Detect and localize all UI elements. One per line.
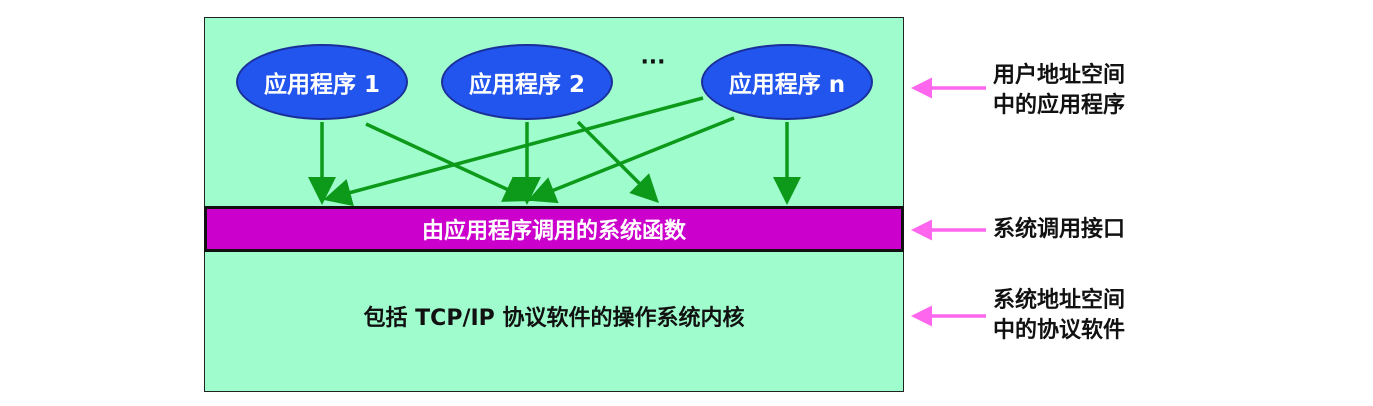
system-space-label-line1: 系统地址空间 <box>993 288 1126 313</box>
app-ellipse-1: 应用程序 1 <box>236 44 408 120</box>
system-space-label: 系统地址空间 中的协议软件 <box>993 286 1253 346</box>
kernel-label: 包括 TCP/IP 协议软件的操作系统内核 <box>363 306 745 331</box>
arrow-appn-diag-near <box>527 116 735 204</box>
app-label-2: 应用程序 2 <box>468 72 585 98</box>
app-ellipse-n: 应用程序 n <box>701 44 873 120</box>
user-space-label: 用户地址空间 中的应用程序 <box>993 61 1253 121</box>
app-ellipse-2: 应用程序 2 <box>441 44 613 120</box>
arrow-app1-diag <box>365 122 533 202</box>
app-label-1: 应用程序 1 <box>263 72 380 98</box>
arrow-appn-diag-far <box>323 96 704 207</box>
system-call-bar: 由应用程序调用的系统函数 <box>204 206 904 252</box>
arrow-app2-diag <box>576 120 659 203</box>
system-call-bar-label: 由应用程序调用的系统函数 <box>421 219 686 244</box>
system-call-interface-label: 系统调用接口 <box>993 217 1126 242</box>
user-space-label-line1: 用户地址空间 <box>993 63 1126 88</box>
user-space-label-line2: 中的应用程序 <box>993 93 1126 118</box>
app-label-n: 应用程序 n <box>728 72 846 98</box>
ellipsis: ··· <box>640 50 666 75</box>
system-space-label-line2: 中的协议软件 <box>993 318 1126 343</box>
